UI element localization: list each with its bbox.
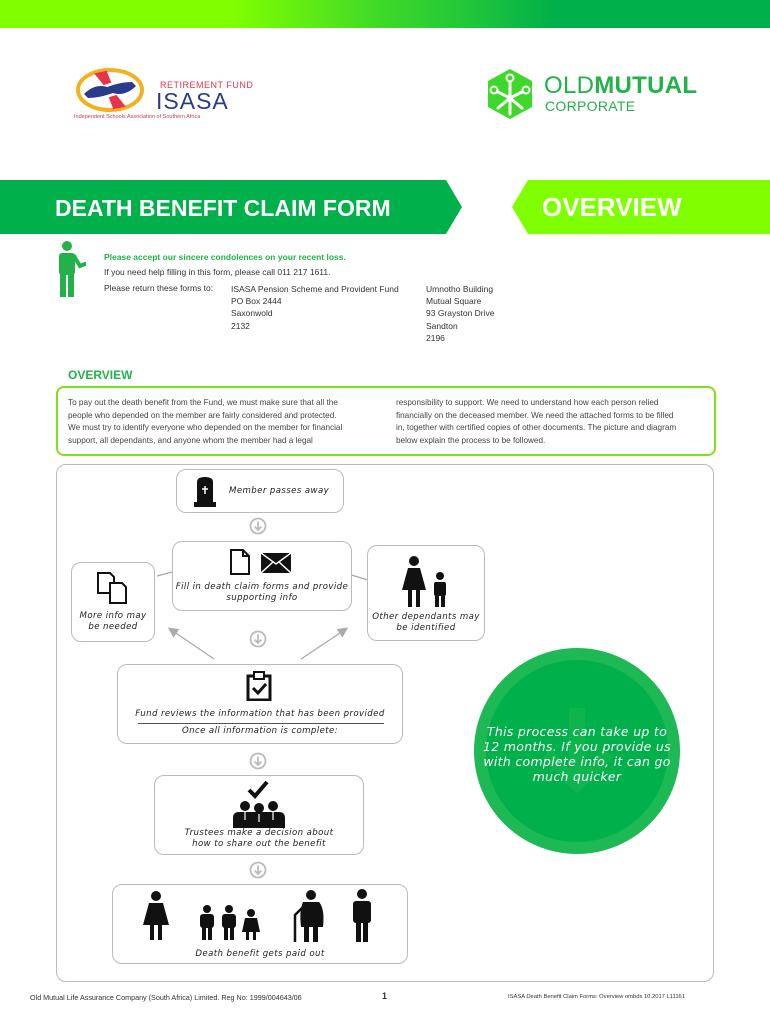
document-icon: [230, 549, 250, 575]
step4-label-line: Trustees make a decision about: [184, 828, 334, 838]
arrow-review-to-dependants: [300, 627, 349, 660]
side-left-label: More info may be needed: [72, 611, 154, 633]
down-arrow-circle-icon: [249, 752, 267, 770]
overview-box: [56, 386, 716, 456]
down-arrow-circle-icon: [249, 630, 267, 648]
physical-address-line: Mutual Square: [426, 296, 482, 307]
step-member-passes-away: Member passes away: [176, 469, 344, 513]
process-diagram: [56, 464, 714, 982]
form-title: DEATH BENEFIT CLAIM FORM: [55, 195, 391, 221]
section-banner: OVERVIEW: [512, 180, 770, 234]
step2-label-line: Fill in death claim forms and provide: [175, 582, 349, 592]
physical-address-line: 93 Grayston Drive: [426, 308, 495, 319]
top-gradient-bar: [0, 0, 770, 28]
form-title-banner: DEATH BENEFIT CLAIM FORM: [0, 180, 462, 234]
overview-line: people who depended on the member are fa…: [68, 410, 337, 420]
condolence-message: Please accept our sincere condolences on…: [104, 252, 346, 262]
documents-copy-icon: [97, 572, 127, 604]
timing-note-text: This process can take up to 12 months. I…: [483, 724, 671, 784]
trustees-approval-icon: [233, 780, 285, 828]
step2-label-line: supporting info: [226, 593, 298, 603]
step4-label: Trustees make a decision about how to sh…: [155, 828, 363, 850]
postal-address-line: 2132: [231, 320, 250, 331]
overview-heading: OVERVIEW: [68, 368, 133, 382]
step2-label: Fill in death claim forms and provide su…: [173, 582, 351, 604]
side-more-info-needed: More info may be needed: [71, 562, 155, 642]
return-label: Please return these forms to:: [104, 283, 214, 293]
physical-address-line: 2196: [426, 332, 445, 343]
envelope-icon: [261, 553, 291, 573]
overview-line: support, all dependants, and anyone whom…: [68, 435, 313, 445]
postal-address-line: PO Box 2444: [231, 296, 282, 307]
postal-address-line: ISASA Pension Scheme and Provident Fund: [231, 284, 399, 294]
side-right-label: Other dependants may be identified: [368, 612, 484, 634]
help-line: If you need help filling in this form, p…: [104, 267, 331, 277]
side-other-dependants: Other dependants may be identified: [367, 545, 485, 641]
side-left-label-line: More info may: [79, 611, 147, 621]
footer-company: Old Mutual Life Assurance Company (South…: [30, 993, 302, 1002]
clipboard-check-icon: [246, 671, 272, 701]
footer-reference: ISASA Death Benefit Claim Forms: Overvie…: [508, 994, 685, 1000]
section-banner-shape: [512, 180, 770, 234]
page-number: 1: [382, 991, 388, 1001]
postal-address: ISASA Pension Scheme and Provident Fund …: [231, 283, 399, 332]
title-banner-shape: [0, 180, 462, 234]
isasa-logo-tagline: Independent Schools Association of South…: [74, 114, 201, 120]
overview-text-col1: To pay out the death benefit from the Fu…: [68, 397, 342, 447]
overview-line: We must try to identify everyone who dep…: [68, 423, 343, 432]
overview-line: below explain the process to be followed…: [396, 435, 546, 445]
step5-label: Death benefit gets paid out: [195, 949, 325, 959]
overview-line: responsibility to support. We need to un…: [396, 398, 659, 407]
person-gesturing-icon: [59, 241, 86, 297]
arrow-review-to-more-info: [167, 627, 215, 660]
timing-note-circle: This process can take up to 12 months. I…: [474, 648, 680, 854]
isasa-logo: RETIREMENT FUND ISASA Independent School…: [72, 66, 282, 126]
step-fund-reviews: Fund reviews the information that has be…: [117, 664, 403, 744]
overview-text-col2: responsibility to support. We need to un…: [396, 397, 676, 447]
isasa-logo-subtitle: RETIREMENT FUND: [160, 80, 254, 90]
man-icon: [353, 889, 371, 942]
old-mutual-logo-subtitle: CORPORATE: [545, 98, 636, 114]
step3-label: Fund reviews the information that has be…: [135, 709, 385, 719]
step1-label: Member passes away: [229, 486, 330, 496]
old-mutual-logo-name: OLDMUTUAL: [544, 72, 698, 99]
step-benefit-paid-out: Death benefit gets paid out: [112, 884, 408, 964]
old-mutual-logo: OLDMUTUAL CORPORATE: [484, 68, 724, 128]
overview-line: in, together with certified copies of ot…: [396, 423, 677, 432]
step3-divider: [138, 723, 384, 724]
down-arrow-circle-icon: [249, 517, 267, 535]
side-right-label-line: Other dependants may: [372, 612, 480, 622]
physical-address: Umnotho Building Mutual Square 93 Grayst…: [426, 283, 495, 344]
step4-label-line: how to share out the benefit: [192, 839, 326, 849]
step-trustees-decide: Trustees make a decision about how to sh…: [154, 775, 364, 855]
side-left-label-line: be needed: [88, 622, 138, 632]
children-icon: [200, 905, 260, 940]
mother-child-icon: [402, 556, 446, 607]
postal-address-line: Saxonwold: [231, 308, 273, 319]
isasa-logo-name: ISASA: [156, 88, 229, 114]
physical-address-line: Sandton: [426, 320, 458, 331]
woman-icon: [143, 891, 169, 940]
elderly-woman-with-cane-icon: [293, 890, 324, 942]
section-title: OVERVIEW: [542, 192, 682, 222]
old-mutual-tree-emblem-icon: [488, 69, 532, 119]
step3-sublabel: Once all information is complete:: [181, 726, 339, 736]
tombstone-icon: [194, 477, 216, 507]
step-fill-in-forms: Fill in death claim forms and provide su…: [172, 541, 352, 611]
side-right-label-line: be identified: [396, 623, 456, 633]
overview-line: To pay out the death benefit from the Fu…: [68, 398, 338, 407]
down-arrow-circle-icon: [249, 861, 267, 879]
physical-address-line: Umnotho Building: [426, 284, 494, 294]
overview-line: financially on the deceased member. We n…: [396, 410, 674, 420]
isasa-hands-emblem-icon: [76, 68, 144, 112]
down-arrow-watermark-icon: [542, 708, 612, 794]
